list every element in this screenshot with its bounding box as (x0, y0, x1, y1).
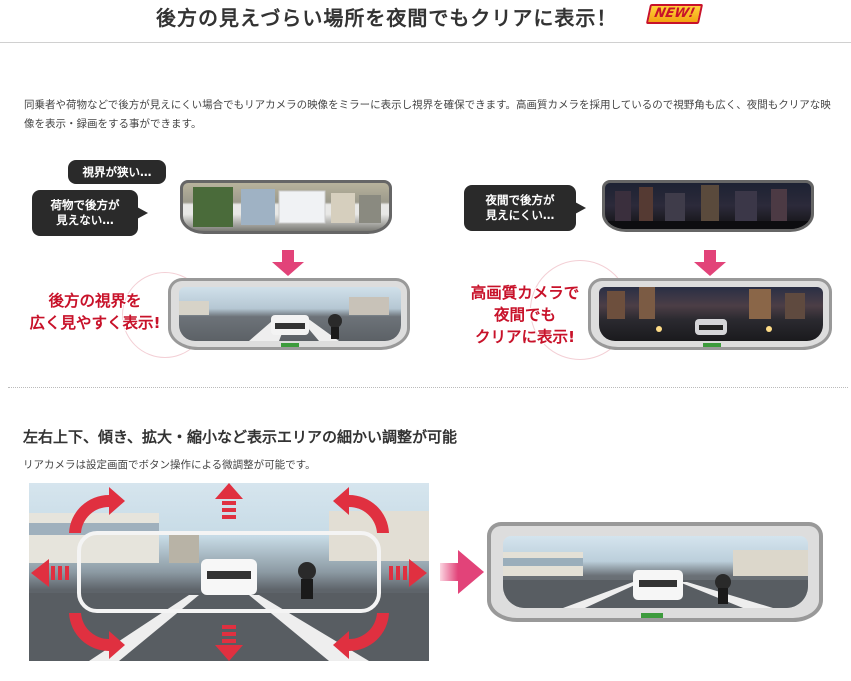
caption-line: 広く見やすく表示! (29, 314, 161, 332)
adjustment-scene-graphic (29, 483, 429, 661)
conventional-mirror-image (180, 180, 392, 234)
rear-camera-night-view (599, 287, 823, 341)
night-street-graphic (607, 287, 805, 335)
daytime-caption: 後方の視界を 広く見やすく表示! (20, 290, 170, 334)
caption-line: 後方の視界を (48, 292, 142, 310)
digital-mirror-adjusted (487, 522, 823, 622)
caption-line: 夜間でも (493, 306, 556, 324)
speech-bubble-text: 夜間で後方が 見えにくい… (485, 193, 555, 222)
night-caption: 高画質カメラで 夜間でも クリアに表示! (450, 282, 600, 348)
adjust-section-subtitle: リアカメラは設定画面でボタン操作による微調整が可能です。 (23, 459, 316, 471)
down-arrow-icon (272, 250, 304, 276)
speech-bubble-narrow-view: 視界が狭い… (68, 160, 166, 184)
speech-bubble-text: 荷物で後方が 見えない… (50, 198, 120, 227)
speech-bubble-night: 夜間で後方が 見えにくい… (464, 185, 586, 231)
section-divider (8, 387, 848, 388)
rear-camera-view (179, 287, 401, 341)
daytime-comparison-panel: 視界が狭い… 荷物で後方が 見えない… 後方の視界を 広く見やすく表示! (0, 150, 420, 370)
street-scene-graphic (179, 297, 389, 341)
caption-line: 高画質カメラで (470, 284, 580, 302)
night-comparison-panel: 夜間で後方が 見えにくい… 高画質カメラで 夜間でも クリアに表示! (440, 150, 851, 370)
intro-text: 同乗者や荷物などで後方が見えにくい場合でもリアカメラの映像をミラーに表示し視界を… (24, 99, 831, 130)
transition-arrow-icon (440, 550, 484, 594)
page-title: 後方の見えづらい場所を夜間でもクリアに表示！ (156, 6, 618, 30)
new-badge: NEW! (645, 4, 704, 24)
cargo-scene-graphic (193, 187, 381, 227)
night-city-graphic (605, 185, 811, 229)
adjust-section-title: 左右上下、傾き、拡大・縮小など表示エリアの細かい調整が可能 (23, 428, 457, 446)
conventional-mirror-night-image (602, 180, 814, 232)
page-header: 後方の見えづらい場所を夜間でもクリアに表示！ NEW! (0, 0, 851, 43)
speech-bubble-cargo: 荷物で後方が 見えない… (32, 190, 148, 236)
digital-mirror-night (588, 278, 832, 350)
speech-bubble-text: 視界が狭い… (82, 164, 152, 179)
caption-line: クリアに表示! (474, 328, 576, 346)
adjustment-illustration (29, 483, 429, 661)
digital-mirror-daytime (168, 278, 410, 350)
adjusted-camera-view (503, 536, 808, 608)
down-arrow-icon (694, 250, 726, 276)
adjusted-street-graphic (503, 550, 808, 608)
